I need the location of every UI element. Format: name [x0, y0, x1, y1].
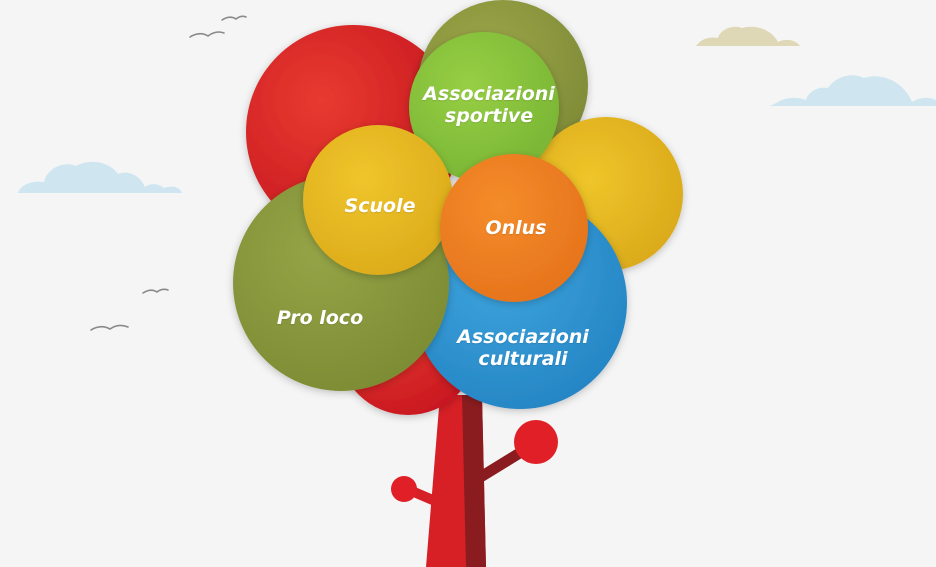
bubble-scuole — [303, 125, 453, 275]
label-associazioni-culturali: Associazioni culturali — [457, 326, 589, 370]
bubble-sportive — [409, 32, 559, 182]
label-scuole: Scuole — [345, 195, 416, 217]
label-scuole-text: Scuole — [344, 195, 416, 217]
cloud-right-icon — [770, 75, 936, 106]
label-culturali-line2: culturali — [478, 348, 568, 370]
label-culturali-line1: Associazioni — [457, 326, 589, 348]
tree-trunk — [391, 395, 558, 567]
cloud-left-icon — [6, 161, 182, 193]
label-associazioni-sportive: Associazioni sportive — [423, 83, 555, 127]
birds-icon — [90, 15, 247, 331]
label-pro-loco: Pro loco — [277, 307, 363, 329]
label-onlus-text: Onlus — [485, 217, 547, 239]
label-proloco-text: Pro loco — [276, 307, 364, 329]
label-sportive-line1: Associazioni — [423, 83, 555, 105]
cloud-sand-icon — [696, 26, 800, 46]
bubble-onlus — [440, 154, 588, 302]
label-onlus: Onlus — [485, 217, 546, 239]
label-sportive-line2: sportive — [444, 105, 534, 127]
